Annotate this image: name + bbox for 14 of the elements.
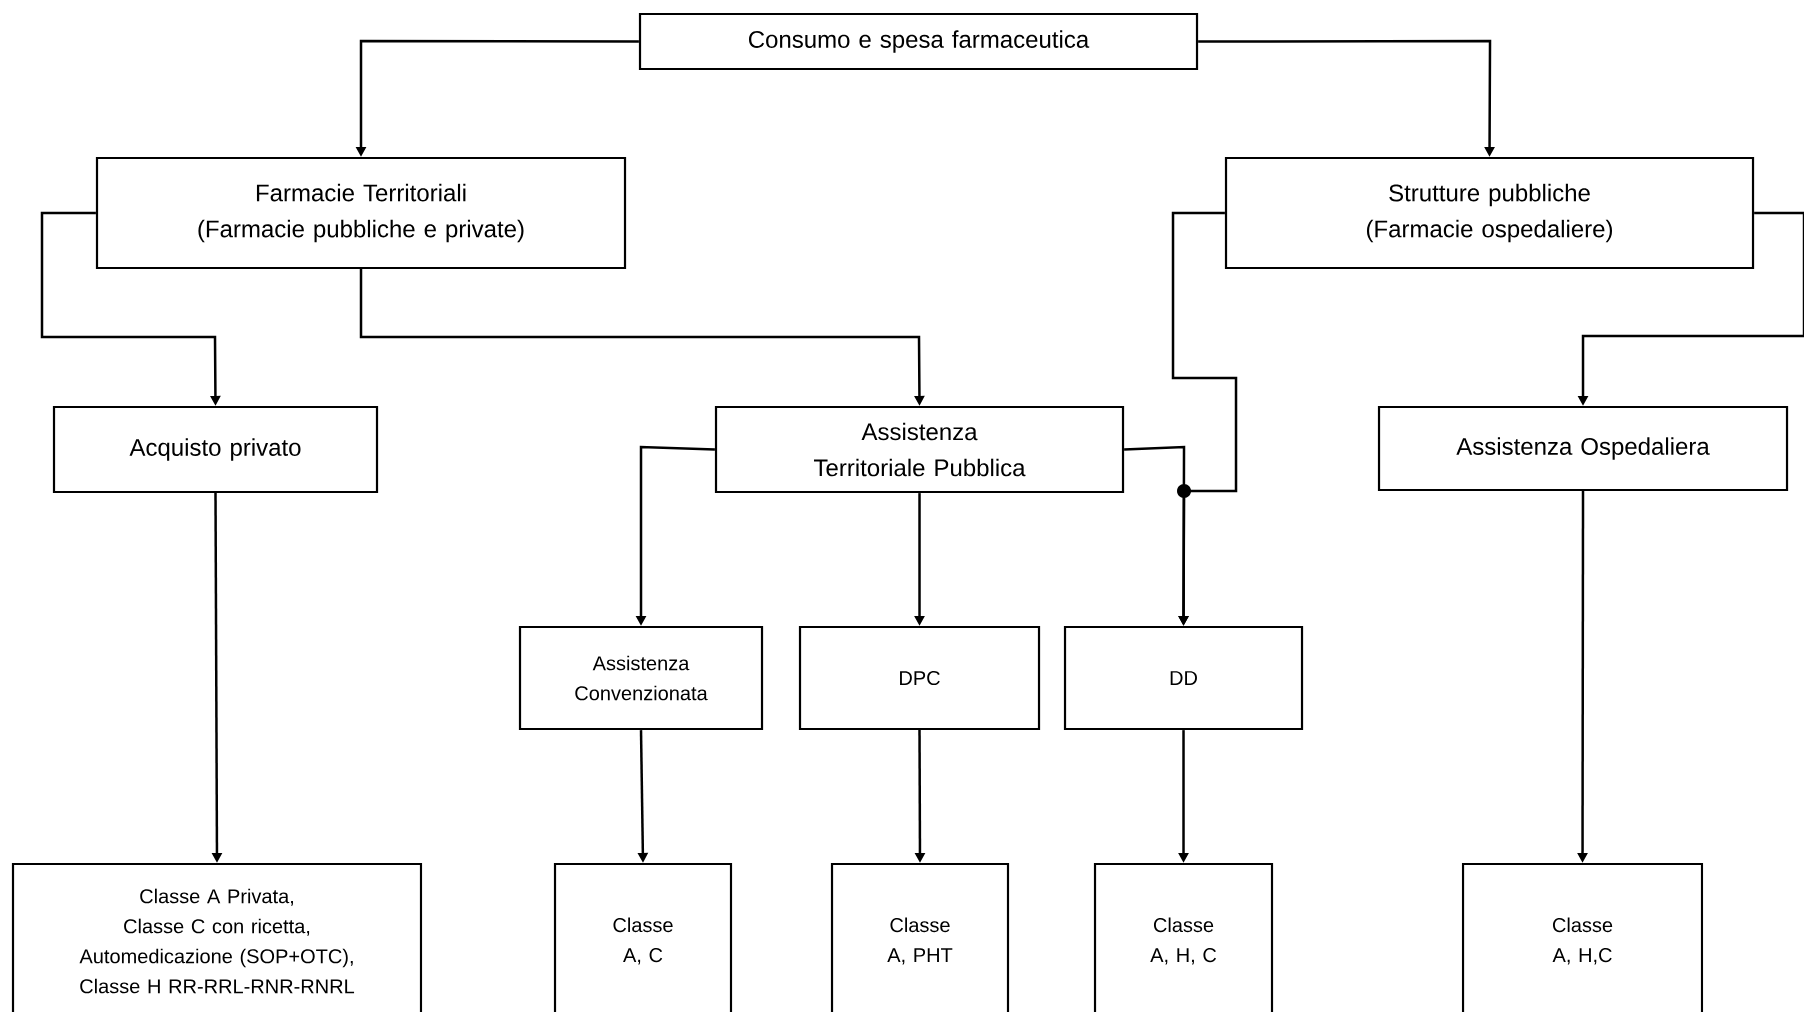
result-box: Classe A, C (553, 862, 733, 1012)
process-box: Farmacie Territoriali (Farmacie pubbliche e private) (95, 156, 627, 270)
process-box: Acquisto privato (52, 405, 379, 494)
title-box: Consumo e spesa farmaceutica (638, 12, 1199, 71)
process-box: Assistenza Convenzionata (518, 625, 764, 731)
process-box: Assistenza Ospedaliera (1377, 405, 1789, 492)
process-box: DD (1063, 625, 1304, 731)
result-box: Classe A, H, C (1093, 862, 1274, 1012)
process-box: DPC (798, 625, 1041, 731)
result-box: Classe A, H,C (1461, 862, 1704, 1012)
result-box: Classe A Privata, Classe C con ricetta, Automedicazione (SOP+OTC), Classe H RR-RRL-RNR-RNRL (11, 862, 423, 1012)
process-box: Assistenza Territoriale Pubblica (714, 405, 1125, 494)
result-box: Classe A, PHT (830, 862, 1010, 1012)
process-box: Strutture pubbliche (Farmacie ospedaliere) (1224, 156, 1755, 270)
